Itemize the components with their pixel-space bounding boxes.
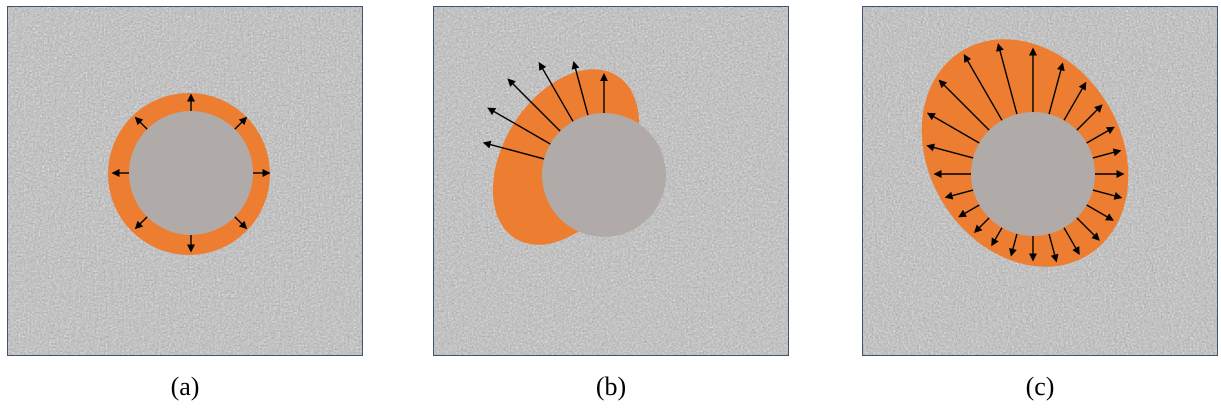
- displacement-arrow: [944, 189, 974, 200]
- displacement-arrow: [234, 216, 248, 230]
- displacement-arrow: [1048, 233, 1059, 263]
- displacement-arrow: [1048, 62, 1065, 115]
- displacement-arrow: [963, 54, 1003, 121]
- displacement-arrow: [487, 107, 551, 145]
- caption-c: (c): [1025, 372, 1055, 401]
- displacement-arrow: [571, 60, 589, 116]
- displacement-arrow: [991, 227, 1003, 247]
- displacement-arrow: [134, 116, 148, 130]
- displacement-arrow: [973, 217, 990, 234]
- displacement-arrow: [1063, 227, 1080, 255]
- displacement-arrows: [926, 43, 1125, 263]
- displacement-arrows: [482, 60, 608, 160]
- displacement-arrow: [1092, 148, 1122, 159]
- displacement-arrow: [996, 43, 1018, 115]
- displacement-arrow: [234, 116, 248, 130]
- core-particle: [971, 112, 1095, 236]
- displacement-arrow: [1092, 189, 1123, 200]
- displacement-arrow: [926, 143, 974, 159]
- displacement-arrows: [111, 93, 271, 253]
- displacement-arrow: [938, 79, 990, 131]
- panel-a: [7, 6, 363, 356]
- displacement-arrow: [1063, 81, 1087, 121]
- caption-b: (b): [595, 372, 627, 401]
- core-particle: [542, 113, 666, 237]
- displacement-arrow: [958, 204, 980, 218]
- displacement-arrow: [1086, 126, 1115, 144]
- displacement-arrow: [1086, 204, 1114, 221]
- displacement-arrow: [1076, 217, 1100, 241]
- displacement-arrow: [482, 140, 545, 160]
- panel-b: [433, 6, 789, 356]
- panel-a-figure: [8, 7, 362, 355]
- displacement-arrow: [926, 112, 980, 144]
- displacement-arrow: [507, 78, 561, 132]
- panel-c-figure: [863, 7, 1217, 355]
- displacement-arrow: [1009, 233, 1018, 257]
- displacement-arrow: [538, 62, 574, 122]
- displacement-arrow: [134, 216, 148, 230]
- panel-c: [862, 6, 1218, 356]
- displacement-arrow: [1076, 104, 1103, 131]
- core-particle: [129, 111, 253, 235]
- caption-a: (a): [170, 372, 200, 401]
- panel-b-figure: [434, 7, 788, 355]
